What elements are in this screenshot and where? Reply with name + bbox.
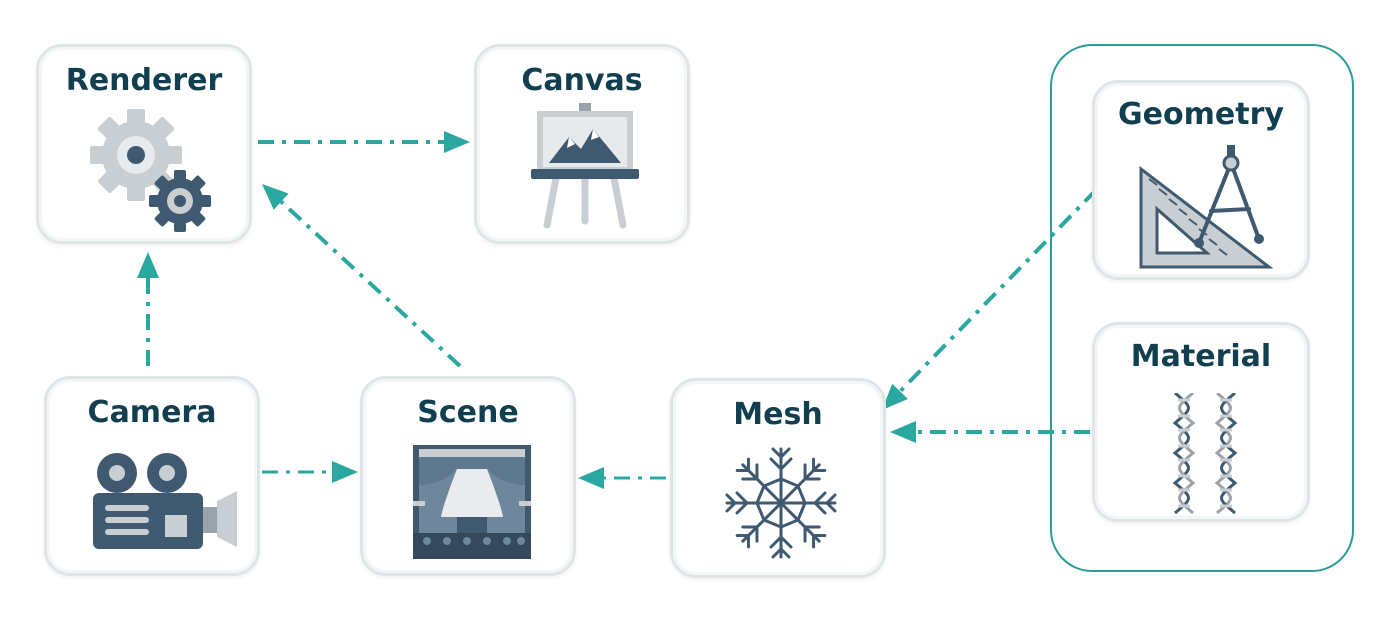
renderer-node: Renderer: [36, 44, 252, 244]
theater-stage-icon: [413, 445, 531, 559]
set-square-compass-icon: [1139, 145, 1274, 269]
mesh-node: Mesh: [670, 378, 886, 578]
geometry-node: Geometry: [1092, 80, 1310, 280]
dna-icon: [1172, 393, 1238, 515]
easel-painting-icon: [531, 103, 639, 229]
scene-label: Scene: [417, 395, 519, 430]
mesh-label: Mesh: [733, 397, 823, 432]
canvas-label: Canvas: [521, 63, 643, 98]
camera-label: Camera: [87, 395, 217, 430]
edge-geometry-to-mesh: [898, 188, 1098, 393]
edge-scene-to-renderer: [279, 200, 462, 368]
arrowhead-scene-to-renderer: [262, 184, 289, 210]
arrowhead-mesh-to-scene: [578, 467, 604, 489]
material-node: Material: [1092, 322, 1310, 522]
scene-node: Scene: [360, 376, 576, 576]
geometry-material-group: [1050, 44, 1354, 572]
arrowhead-camera-to-scene: [332, 461, 358, 483]
renderer-label: Renderer: [65, 63, 223, 98]
canvas-node: Canvas: [474, 44, 690, 244]
geometry-label: Geometry: [1118, 97, 1284, 132]
snowflake-icon: [725, 447, 837, 559]
arrowhead-material-to-mesh: [890, 421, 916, 443]
material-label: Material: [1130, 339, 1272, 374]
film-camera-icon: [93, 453, 237, 549]
gears-icon: [90, 109, 211, 232]
camera-node: Camera: [44, 376, 260, 576]
arrowhead-geometry-to-mesh: [882, 383, 909, 410]
arrowhead-camera-to-renderer: [137, 252, 159, 278]
arrowhead-renderer-to-canvas: [444, 131, 470, 153]
